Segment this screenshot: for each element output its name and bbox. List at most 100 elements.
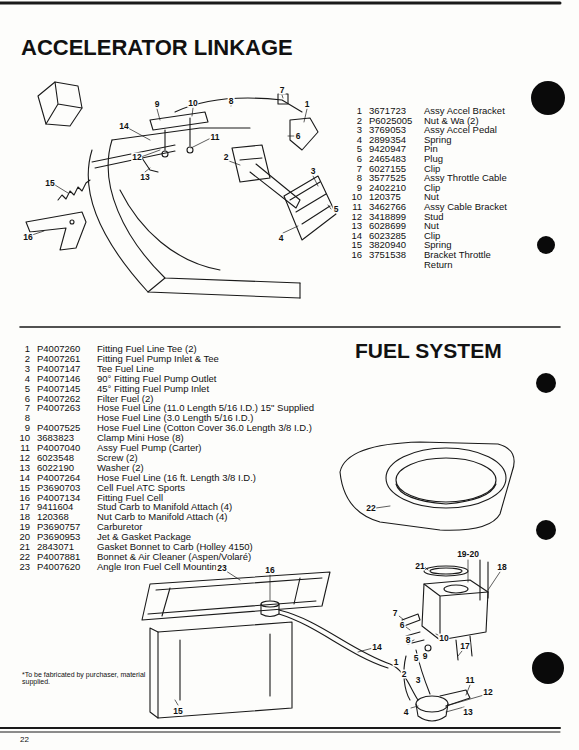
- part-description: Jet & Gasket Package: [97, 532, 191, 542]
- callout-number: 15: [172, 707, 183, 716]
- part-description: Cell Fuel ATC Sports: [97, 483, 185, 493]
- footnote: *To be fabricated by purchaser, material…: [22, 671, 147, 686]
- part-description: Stud: [424, 212, 444, 222]
- callout-number: 14: [371, 643, 382, 652]
- part-number: P4007263: [37, 403, 80, 413]
- item-number: 8: [12, 413, 30, 423]
- part-number: 6023285: [369, 231, 406, 241]
- part-number: P6025005: [369, 116, 412, 126]
- item-number: 13: [348, 221, 362, 231]
- part-number: P4007261: [37, 354, 80, 364]
- callout-number: 13: [139, 173, 150, 182]
- callout-number: 6: [295, 132, 302, 141]
- part-number: P3690757: [37, 522, 80, 532]
- binder-hole: [531, 81, 565, 684]
- part-description: Nut Carb to Manifold Attach (4): [97, 512, 227, 522]
- part-description: Clip: [424, 164, 440, 174]
- item-number: 8: [348, 173, 362, 183]
- part-description: Tee Fuel Line: [97, 364, 154, 374]
- part-description: Pin: [424, 144, 438, 154]
- part-number: P4007147: [37, 364, 80, 374]
- part-number: P4007260: [37, 344, 80, 354]
- callout-number: 16: [22, 233, 33, 242]
- callout-number: 1: [304, 100, 311, 109]
- callout-number: 2: [401, 670, 408, 679]
- part-number: 9420947: [369, 144, 406, 154]
- part-description: 45° Fitting Fuel Pump Inlet: [97, 384, 209, 394]
- callout-number: 4: [403, 708, 410, 717]
- part-description: Assy Throttle Cable: [424, 173, 507, 183]
- part-description: Spring: [424, 135, 451, 145]
- callout-number: 22: [365, 504, 376, 513]
- part-number: 3671723: [369, 106, 406, 116]
- part-description: Clamp Mini Hose (8): [97, 433, 184, 443]
- part-description: Nut & Wa (2): [424, 116, 479, 126]
- callout-number: 19-20: [456, 550, 480, 559]
- item-number: 19: [12, 522, 30, 532]
- callout-number: 3: [415, 676, 422, 685]
- item-number: 9: [12, 423, 30, 433]
- callout-number: 18: [496, 563, 507, 572]
- part-number: 2843071: [37, 542, 74, 552]
- callout-number: 16: [264, 566, 275, 575]
- item-number: 9: [348, 183, 362, 193]
- item-number: 10: [348, 192, 362, 202]
- part-number: 2899354: [369, 135, 406, 145]
- part-description: Carburetor: [97, 522, 142, 532]
- part-description: Assy Accel Bracket: [424, 106, 505, 116]
- item-number: 11: [348, 202, 362, 212]
- part-description: Nut: [424, 221, 439, 231]
- callout-number: 1: [393, 658, 400, 667]
- part-number: P3690953: [37, 532, 80, 542]
- part-description: Bonnet & Air Cleaner (Aspen/Volaré): [97, 552, 251, 562]
- part-number: 120375: [369, 192, 401, 202]
- callout-number: 13: [462, 708, 473, 717]
- part-number: 120368: [37, 512, 69, 522]
- item-number: 18: [12, 512, 30, 522]
- item-number: 5: [348, 144, 362, 154]
- callout-number: 7: [279, 86, 286, 95]
- part-description: Clip: [424, 183, 440, 193]
- part-number: P4007881: [37, 552, 80, 562]
- part-number: 3820940: [369, 240, 406, 250]
- callout-number: 21: [414, 562, 425, 571]
- part-number: 3769053: [369, 125, 406, 135]
- callout-number: 5: [413, 654, 420, 663]
- part-number: 3462766: [369, 202, 406, 212]
- callout-number: 6: [399, 621, 406, 630]
- callout-number: 8: [405, 636, 412, 645]
- item-number: 4: [12, 374, 30, 384]
- callout-number: 2: [223, 153, 230, 162]
- part-number: 6028699: [369, 221, 406, 231]
- part-description: Nut: [424, 192, 439, 202]
- part-description: Fitting Fuel Line Tee (2): [97, 344, 197, 354]
- part-description: 90° Fitting Fuel Pump Outlet: [97, 374, 216, 384]
- item-number: 6: [12, 394, 30, 404]
- item-number: 3: [348, 125, 362, 135]
- item-number: 16: [12, 493, 30, 503]
- part-description: Hose Fuel Line (16 ft. Length 3/8 I.D.): [97, 473, 256, 483]
- part-number: 3683823: [37, 433, 74, 443]
- part-description: Washer (2): [97, 463, 144, 473]
- part-number: 9411604: [37, 502, 73, 512]
- item-number: 5: [12, 384, 30, 394]
- item-number: 7: [348, 164, 362, 174]
- part-description: Fitting Fuel Cell: [97, 493, 163, 503]
- callout-number: 12: [131, 153, 142, 162]
- callout-number: 14: [118, 122, 129, 131]
- part-number: 2402210: [369, 183, 406, 193]
- item-number: 20: [12, 532, 30, 542]
- callout-number: 11: [465, 676, 476, 685]
- callout-number: 5: [333, 205, 340, 214]
- part-description: Assy Cable Bracket: [424, 202, 507, 212]
- item-number: 2: [12, 354, 30, 364]
- part-number: P3690703: [37, 483, 80, 493]
- part-number: P4007262: [37, 394, 80, 404]
- callout-number: 10: [187, 99, 198, 108]
- item-number: 1: [348, 106, 362, 116]
- part-description: Spring: [424, 240, 451, 250]
- callout-number: 10: [438, 634, 449, 643]
- part-number: P4007145: [37, 384, 80, 394]
- part-description: Filter Fuel (2): [97, 394, 153, 404]
- callout-number: 12: [482, 688, 493, 697]
